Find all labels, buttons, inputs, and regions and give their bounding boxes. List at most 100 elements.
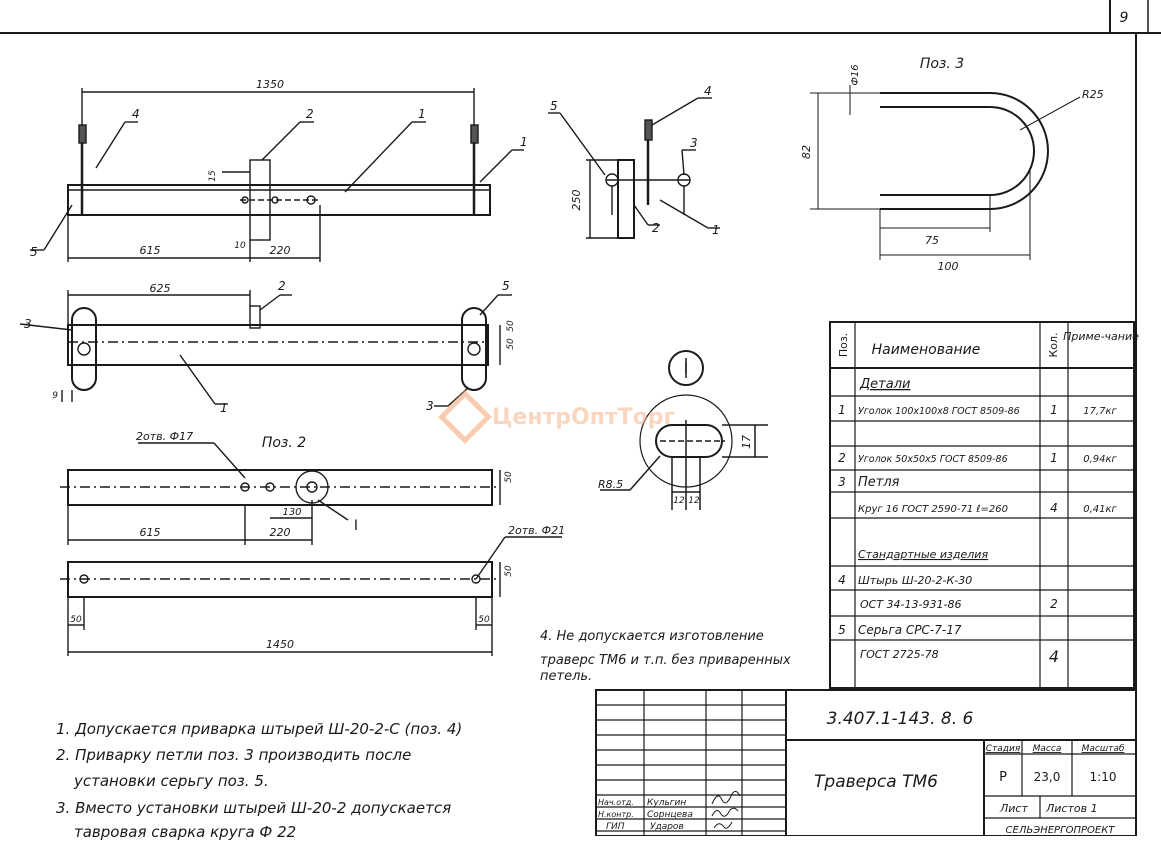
- pos2-detail-ref: I: [354, 518, 358, 534]
- side-view: [548, 97, 720, 239]
- spec-table-grid: [829, 321, 1135, 689]
- spec-row-name: Штырь Ш-20-2-К-30: [858, 574, 972, 587]
- spec-row-name: Уголок 50х50х5 ГОСТ 8509-86: [858, 454, 1008, 465]
- spec-row-pos: 1: [838, 403, 846, 417]
- role-label: ГИП: [606, 822, 625, 832]
- callout: 1: [418, 107, 426, 121]
- sheet-label: Лист: [999, 802, 1028, 815]
- callout: 5: [502, 279, 510, 293]
- spec-row-name: Стандартные изделия: [858, 548, 988, 561]
- dim-small: 10: [234, 241, 246, 251]
- pos2-dim-c: 130: [282, 507, 301, 518]
- role-label: Н.контр.: [598, 810, 634, 819]
- signature-marks: [711, 790, 741, 829]
- sheet-number: 9: [1120, 10, 1129, 26]
- callout: 5: [550, 99, 558, 113]
- note-line-1: 1. Допускается приварка штырей Ш-20-2-С …: [56, 720, 463, 738]
- pos2-dim-wbottom: 50: [504, 565, 514, 577]
- watermark-logo: ЦентрОптТорг: [438, 390, 676, 444]
- dim-right: 220: [270, 244, 291, 257]
- front-view: [30, 88, 524, 262]
- spec-row-note: 17,7кг: [1083, 406, 1117, 417]
- callout: 1: [712, 223, 720, 237]
- spec-row-pos: 3: [838, 475, 846, 489]
- pos2-dim-b: 220: [270, 526, 291, 539]
- watermark-diamond-icon: [438, 390, 492, 444]
- pos2-hole-note-1: 2отв. Ф17: [136, 430, 193, 443]
- spec-header-qty: Кол.: [1047, 332, 1060, 357]
- note-line-3: установки серьгу поз. 5.: [74, 772, 269, 790]
- note-line-2: 2. Приварку петли поз. 3 производить пос…: [56, 746, 412, 764]
- plan-dim-w2: 50: [506, 338, 516, 350]
- dim-height: 15: [208, 170, 218, 182]
- callout: 1: [220, 401, 228, 415]
- detail-half1: 12: [673, 496, 685, 506]
- org-name: СЕЛЬЭНЕРГОПРОЕКТ: [1006, 825, 1116, 836]
- pos3-radius: R25: [1082, 88, 1104, 101]
- pos2-dim-wtop: 50: [504, 471, 514, 483]
- pos2-title: Поз. 2: [262, 435, 306, 451]
- plan-dim-left: 625: [150, 282, 171, 295]
- pos3-outer: 100: [938, 260, 959, 273]
- mass-value: 23,0: [1034, 770, 1061, 784]
- pos2-hole-note-2: 2отв. Ф21: [508, 524, 565, 537]
- note-line-4: 3. Вместо установки штырей Ш-20-2 допуск…: [56, 799, 452, 817]
- detail-I: [600, 350, 768, 510]
- spec-header-pos: Поз.: [837, 333, 850, 357]
- scale-value: 1:10: [1090, 770, 1117, 784]
- pos2-dim-endright: 50: [478, 615, 490, 625]
- pos3-title: Поз. 3: [920, 56, 964, 72]
- spec-row-qty: 2: [1050, 597, 1058, 611]
- spec-row-name: Серьга СРС-7-17: [858, 623, 962, 637]
- callout: 3: [24, 317, 32, 331]
- stage-value: Р: [999, 770, 1007, 785]
- spec-row-name: Петля: [858, 475, 900, 490]
- note4-line-3: петель.: [540, 669, 593, 684]
- pos3-height: 82: [800, 145, 813, 159]
- note4-line-1: 4. Не допускается изготовление: [540, 629, 764, 644]
- spec-row-note: 0,41кг: [1083, 504, 1117, 515]
- detail-radius: R8.5: [598, 478, 623, 491]
- spec-row-name: ОСТ 34-13-931-86: [860, 598, 961, 611]
- callout: 4: [132, 107, 140, 121]
- watermark-text: ЦентрОптТорг: [492, 404, 676, 430]
- note4-line-2: траверс ТМ6 и т.п. без приваренных: [540, 653, 791, 668]
- spec-row-name: Детали: [859, 377, 910, 392]
- spec-row-qty: 1: [1050, 451, 1058, 465]
- pos2-dim-total: 1450: [266, 638, 294, 651]
- spec-row-qty: 1: [1050, 403, 1058, 417]
- spec-row-pos: 4: [838, 573, 846, 587]
- callout: 2: [652, 221, 660, 235]
- callout: 3: [426, 399, 434, 413]
- mass-label: Масса: [1033, 744, 1062, 754]
- person-name: Кульгин: [647, 798, 686, 808]
- pos3-inner: 75: [925, 234, 939, 247]
- person-name: Сорнцева: [647, 810, 693, 820]
- dim-left: 615: [140, 244, 161, 257]
- plan-dim-w1: 50: [506, 320, 516, 332]
- drawing-name: Траверса ТМ6: [814, 772, 938, 792]
- role-label: Нач.отд.: [598, 798, 634, 807]
- pos2-views: [60, 442, 562, 656]
- spec-header-note: Приме-чание: [1063, 330, 1139, 343]
- callout: 2: [306, 107, 314, 121]
- pos2-dim-endleft: 50: [70, 615, 82, 625]
- drawing-code: 3.407.1-143. 8. 6: [827, 709, 974, 729]
- dim-overall: 1350: [256, 78, 284, 91]
- side-dim-height: 250: [570, 190, 583, 211]
- detail-height: 17: [740, 435, 753, 449]
- callout: 5: [30, 245, 38, 259]
- person-name: Ударов: [650, 822, 684, 832]
- sheets-label: Листов 1: [1045, 802, 1098, 815]
- detail-marker: I: [684, 361, 688, 377]
- detail-half2: 12: [688, 496, 700, 506]
- spec-row-qty: 4: [1049, 647, 1059, 666]
- spec-row-name: Уголок 100х100х8 ГОСТ 8509-86: [858, 406, 1020, 417]
- spec-row-pos: 2: [838, 451, 846, 465]
- pos3-loop: [810, 85, 1081, 260]
- scale-label: Масштаб: [1082, 744, 1125, 754]
- pos2-dim-a: 615: [140, 526, 161, 539]
- callout: 2: [278, 279, 286, 293]
- pos3-diameter: Ф16: [850, 64, 861, 85]
